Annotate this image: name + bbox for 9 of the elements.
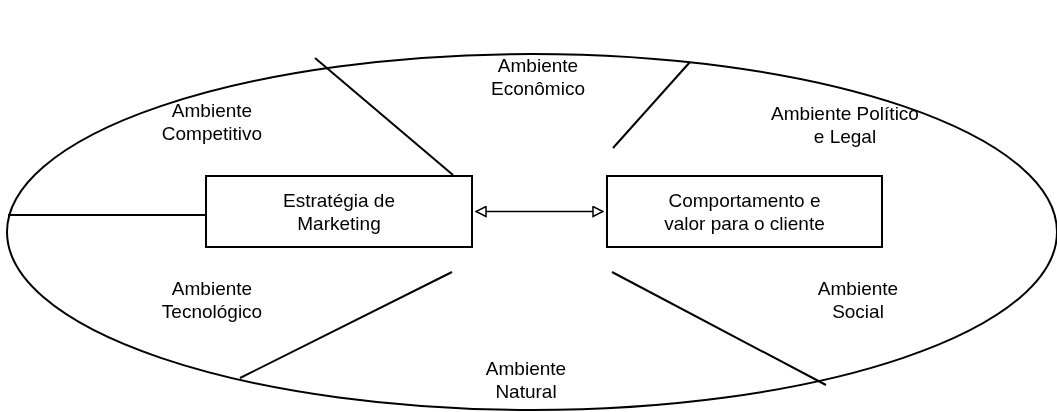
environment-label: Ambiente Social bbox=[816, 277, 900, 323]
concept-box: Estratégia de Marketing bbox=[205, 175, 473, 248]
environment-label: Ambiente Competitivo bbox=[160, 99, 264, 145]
environment-label: Ambiente Político e Legal bbox=[770, 102, 920, 148]
environment-label: Ambiente Natural bbox=[484, 357, 568, 403]
concept-box: Comportamento e valor para o cliente bbox=[606, 175, 883, 248]
environment-label: Ambiente Tecnológico bbox=[160, 277, 264, 323]
double-arrow bbox=[475, 205, 604, 218]
environment-label: Ambiente Econômico bbox=[490, 54, 586, 100]
